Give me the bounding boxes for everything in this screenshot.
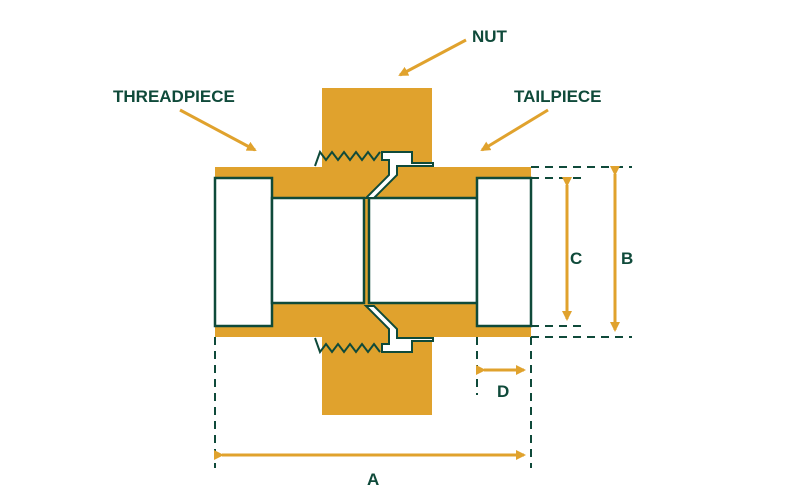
threadpiece-label: THREADPIECE: [113, 87, 235, 106]
callout-threadpiece: [179, 108, 257, 152]
thread-bottom: [314, 337, 381, 355]
seat-interface: [363, 151, 434, 353]
tailpiece-bore: [367, 196, 479, 305]
threadpiece-bore: [270, 196, 366, 305]
thread-top: [314, 149, 381, 167]
dimension-c-label: C: [570, 249, 582, 268]
threadpiece-socket: [213, 176, 274, 328]
tailpiece-label: TAILPIECE: [514, 87, 602, 106]
seat-top: [363, 151, 434, 199]
dimension-d-label: D: [497, 382, 509, 401]
callout-tailpiece: [480, 108, 549, 152]
bore: [213, 176, 533, 328]
dimension-b-label: B: [621, 249, 633, 268]
tailpiece-socket: [475, 176, 533, 328]
threads: [314, 149, 381, 355]
seat-bottom: [363, 305, 434, 353]
dimension-arrows: [214, 166, 620, 460]
nut-label: NUT: [472, 27, 508, 46]
dimension-a-label: A: [367, 470, 379, 489]
callout-arrows: [179, 38, 549, 152]
callout-nut: [398, 38, 467, 77]
